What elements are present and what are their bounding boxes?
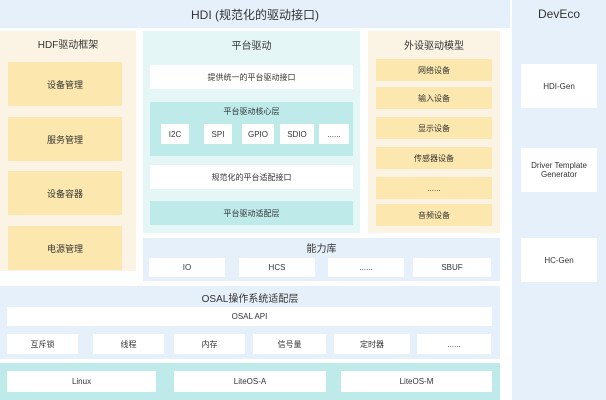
osal-item-thread: 线程 [93, 334, 164, 354]
platform-core-layer: 平台驱动核心层 I2C SPI GPIO SDIO ...... [150, 102, 353, 156]
bus-more: ...... [319, 124, 349, 144]
hdf-panel: HDF驱动框架 设备管理 服务管理 设备容器 电源管理 [0, 31, 136, 271]
capability-title: 能力库 [306, 243, 337, 255]
peripheral-item-more: ...... [376, 177, 492, 199]
hdi-banner: HDI (规范化的驱动接口) [0, 0, 510, 28]
hdf-item-device-management: 设备管理 [8, 62, 122, 106]
osal-item-mutex: 互斥锁 [7, 334, 78, 354]
platform-title: 平台驱动 [231, 40, 272, 52]
capability-item-more: ...... [328, 258, 404, 277]
platform-adapter-layer: 平台驱动适配层 [150, 201, 353, 225]
deveco-tool-hdi-gen: HDI-Gen [521, 64, 597, 108]
hdf-title: HDF驱动框架 [37, 39, 99, 51]
capability-item-hcs: HCS [239, 258, 315, 277]
kernel-liteos-a: LiteOS-A [174, 371, 326, 392]
bus-sdio: SDIO [280, 124, 314, 144]
capability-item-io: IO [149, 258, 225, 277]
hdf-item-device-container: 设备容器 [8, 171, 122, 215]
peripheral-item-network: 网络设备 [376, 59, 492, 81]
peripheral-item-input: 输入设备 [376, 87, 492, 109]
bus-spi: SPI [204, 124, 232, 144]
capability-panel: 能力库 IO HCS ...... SBUF [143, 238, 500, 281]
bus-i2c: I2C [161, 124, 189, 144]
kernel-panel: Linux LiteOS-A LiteOS-M [0, 363, 500, 400]
osal-title: OSAL操作系统适配层 [201, 293, 299, 305]
platform-unified-interface: 提供统一的平台驱动接口 [150, 65, 353, 89]
hdi-title: HDI (规范化的驱动接口) [191, 7, 319, 22]
peripheral-item-display: 显示设备 [376, 117, 492, 139]
platform-panel: 平台驱动 提供统一的平台驱动接口 平台驱动核心层 I2C SPI GPIO SD… [143, 31, 360, 233]
peripheral-item-audio: 音频设备 [376, 204, 492, 226]
osal-item-timer: 定时器 [334, 334, 410, 354]
kernel-linux: Linux [7, 371, 156, 392]
osal-item-semaphore: 信号量 [253, 334, 326, 354]
hdf-item-service-management: 服务管理 [8, 117, 122, 161]
deveco-tool-driver-template-generator: Driver Template Generator [521, 148, 597, 192]
deveco-panel: DevEco HDI-Gen Driver Template Generator… [512, 0, 606, 400]
deveco-title: DevEco [537, 7, 581, 21]
osal-panel: OSAL操作系统适配层 OSAL API 互斥锁 线程 内存 信号量 定时器 .… [0, 286, 500, 359]
peripheral-panel: 外设驱动模型 网络设备 输入设备 显示设备 传感器设备 ...... 音频设备 [368, 31, 500, 233]
hdf-item-power-management: 电源管理 [8, 226, 122, 270]
osal-item-memory: 内存 [174, 334, 245, 354]
peripheral-title: 外设驱动模型 [404, 40, 464, 52]
platform-core-title: 平台驱动核心层 [223, 106, 280, 116]
deveco-tool-hc-gen: HC-Gen [521, 238, 597, 282]
osal-api: OSAL API [7, 307, 492, 326]
kernel-liteos-m: LiteOS-M [341, 371, 492, 392]
bus-gpio: GPIO [242, 124, 274, 144]
peripheral-item-sensor: 传感器设备 [376, 147, 492, 169]
platform-adapter-interface: 规范化的平台适配接口 [150, 165, 353, 189]
capability-item-sbuf: SBUF [413, 258, 491, 277]
osal-item-more: ...... [417, 334, 491, 354]
